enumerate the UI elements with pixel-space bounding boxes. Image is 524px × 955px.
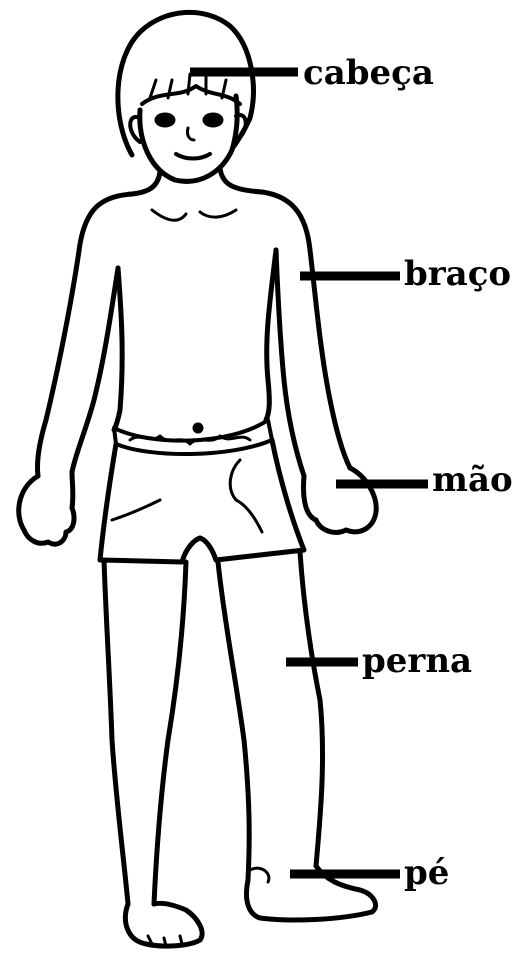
- right-eye: [205, 115, 221, 125]
- left-leg-outer: [104, 560, 128, 904]
- torso-right: [266, 250, 276, 420]
- mouth: [176, 154, 210, 159]
- navel: [195, 425, 201, 431]
- left-leg-inner: [154, 562, 186, 904]
- label-foot: pé: [404, 856, 449, 890]
- label-head: cabeça: [303, 56, 434, 90]
- label-hand: mão: [432, 463, 513, 497]
- right-leg-inner: [218, 562, 249, 880]
- left-eye: [157, 115, 173, 125]
- right-arm-inner: [276, 250, 304, 476]
- right-hand: [304, 468, 377, 532]
- neck-right: [220, 168, 262, 192]
- left-arm-inner: [72, 268, 118, 472]
- hair: [118, 12, 254, 155]
- shorts-left: [100, 444, 200, 562]
- right-leg-outer: [300, 552, 323, 866]
- label-leg: perna: [362, 644, 472, 678]
- shorts-right: [200, 440, 304, 560]
- left-hand: [19, 472, 74, 544]
- label-arm: braço: [404, 257, 511, 291]
- right-arm: [262, 192, 350, 468]
- neck-left: [132, 172, 160, 194]
